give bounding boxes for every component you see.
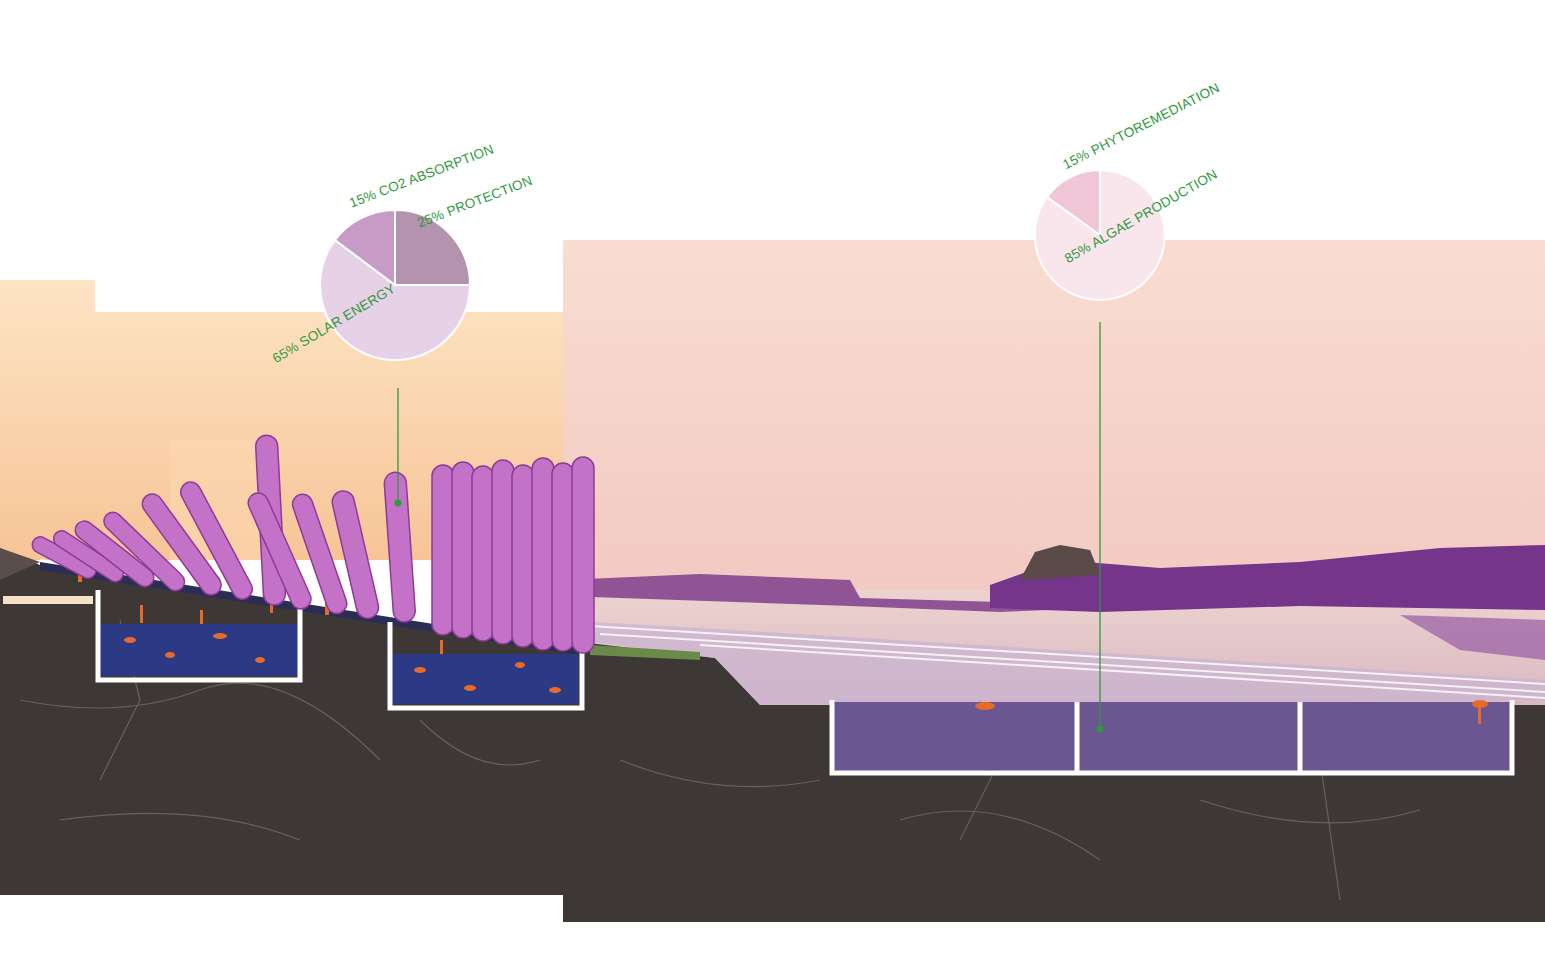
percent-label: 15% PHYTOREMEDIATION bbox=[1060, 80, 1222, 173]
solar-fin bbox=[432, 465, 454, 635]
solar-fin bbox=[29, 435, 594, 653]
leader-line bbox=[1097, 726, 1104, 733]
right-landscape bbox=[563, 240, 1545, 600]
leader-line bbox=[395, 322, 1104, 733]
solar-fin bbox=[177, 479, 256, 603]
right-landscape bbox=[990, 545, 1545, 612]
algae-tank bbox=[832, 700, 1512, 773]
percent-label: 25% PROTECTION bbox=[415, 173, 535, 232]
solar-fin bbox=[384, 472, 416, 623]
algae-tank bbox=[464, 685, 476, 691]
right-landscape bbox=[1400, 615, 1545, 660]
algae-tank bbox=[975, 700, 1488, 724]
ramp-stripes bbox=[590, 626, 1545, 698]
algae-tank bbox=[832, 702, 1512, 772]
algae-tank bbox=[1478, 704, 1481, 724]
leader-line bbox=[1099, 322, 1100, 726]
leader-line bbox=[395, 500, 402, 507]
solar-fin bbox=[452, 462, 474, 638]
algae-tank bbox=[440, 640, 443, 654]
pie-chart bbox=[1047, 170, 1100, 235]
algae-tank bbox=[200, 610, 203, 624]
ramp-stripes bbox=[590, 622, 1545, 705]
percent-label: 85% ALGAE PRODUCTION bbox=[1062, 166, 1220, 267]
algae-tank bbox=[832, 700, 1512, 773]
leader-line bbox=[397, 388, 398, 500]
algae-tank bbox=[515, 662, 525, 668]
algae-tank bbox=[975, 702, 995, 710]
solar-fin bbox=[552, 463, 574, 651]
solar-fin bbox=[512, 465, 534, 647]
right-landscape bbox=[1020, 545, 1100, 580]
percent-label: 65% SOLAR ENERGY bbox=[270, 281, 399, 367]
algae-tank bbox=[213, 633, 227, 639]
pie-chart bbox=[320, 210, 470, 360]
algae-tank bbox=[140, 605, 143, 623]
solar-fin bbox=[572, 457, 594, 653]
algae-tank bbox=[100, 624, 298, 676]
left-ground bbox=[3, 596, 93, 604]
pie-chart bbox=[335, 210, 395, 285]
right-landscape bbox=[563, 240, 1545, 705]
ramp-stripes bbox=[590, 645, 700, 660]
solar-fin bbox=[472, 466, 494, 641]
algae-tank bbox=[414, 667, 426, 673]
algae-tank bbox=[392, 654, 578, 704]
left-ground bbox=[0, 548, 40, 580]
ramp-stripes bbox=[590, 622, 1545, 705]
algae-tank bbox=[255, 657, 265, 663]
algae-tank bbox=[124, 637, 136, 643]
solar-fin bbox=[532, 458, 554, 650]
solar-fin bbox=[330, 489, 381, 621]
solar-fin bbox=[492, 460, 514, 644]
algae-tank bbox=[165, 652, 175, 658]
algae-tank bbox=[549, 687, 561, 693]
